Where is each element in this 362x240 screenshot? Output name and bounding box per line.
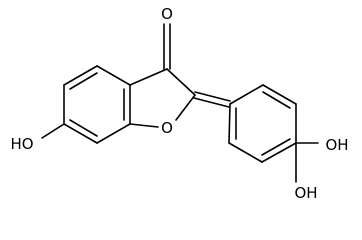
structure-drawing: O O HO OH OH [10,5,348,202]
furanone-ring [129,68,196,128]
bond [96,65,131,86]
bond [228,103,231,144]
bond [63,65,98,86]
ring-oxygen-label: O [161,119,173,137]
carbonyl [163,23,171,70]
double-bond-inner [69,72,98,90]
bond [96,123,131,144]
bond [193,97,230,108]
double-bond-inner [69,119,98,137]
carbonyl-oxygen-label: O [161,5,173,23]
double-bond-inner [261,138,291,156]
hydroxyl-right-lower-label: OH [294,184,317,202]
bond [129,68,168,86]
bond [229,84,264,105]
bond [175,94,196,121]
hydroxyl-left-label: HO [10,135,33,153]
bond [129,123,159,128]
benzo-ring [63,65,131,144]
bond [228,142,263,163]
bond [63,123,98,144]
exocyclic-double-bond [193,91,231,108]
double-bond-inner [262,91,291,109]
hydroxyl-right-upper-label: OH [325,136,348,154]
bond [166,68,196,96]
bond [262,84,297,105]
bond [261,142,297,163]
bond-hydroxyl-left [41,123,65,139]
catechol-ring [228,84,297,163]
bond [194,91,231,102]
